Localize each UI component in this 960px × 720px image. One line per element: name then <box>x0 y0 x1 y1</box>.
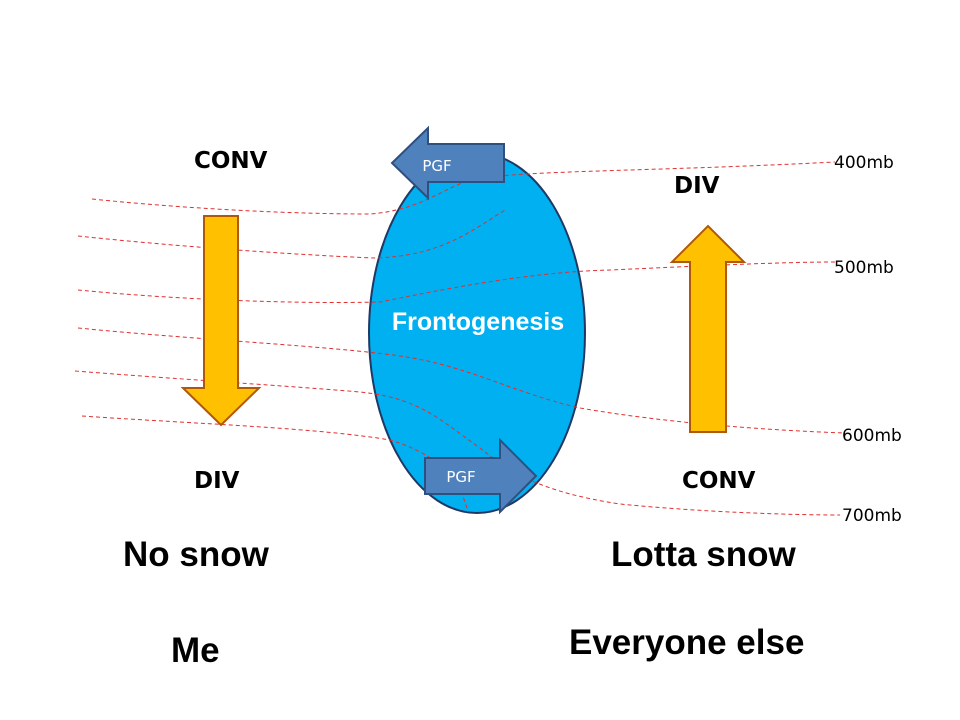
label-conv-right: CONV <box>682 468 756 494</box>
person-me: Me <box>171 631 220 670</box>
pgf-bottom-label: PGF <box>446 468 475 486</box>
label-conv-left: CONV <box>194 148 268 174</box>
level-label-600mb: 600mb <box>842 426 902 446</box>
up-arrow-ascent <box>669 224 747 433</box>
frontogenesis-label: Frontogenesis <box>392 308 564 336</box>
isobar-700mb <box>74 370 841 516</box>
level-label-500mb: 500mb <box>834 258 894 278</box>
level-label-700mb: 700mb <box>842 506 902 526</box>
down-arrow-subsidence <box>180 215 262 427</box>
isobar-400mb <box>91 161 836 215</box>
pgf-arrow-left <box>390 125 505 201</box>
level-label-400mb: 400mb <box>834 153 894 173</box>
label-div-left: DIV <box>194 468 240 494</box>
pgf-top-label: PGF <box>422 157 451 175</box>
result-lotta-snow: Lotta snow <box>611 535 796 574</box>
isobar-450-partial <box>77 209 506 259</box>
person-everyone-else: Everyone else <box>569 623 805 662</box>
result-no-snow: No snow <box>123 535 269 574</box>
pgf-arrow-right <box>424 437 538 515</box>
label-div-right: DIV <box>674 173 720 199</box>
